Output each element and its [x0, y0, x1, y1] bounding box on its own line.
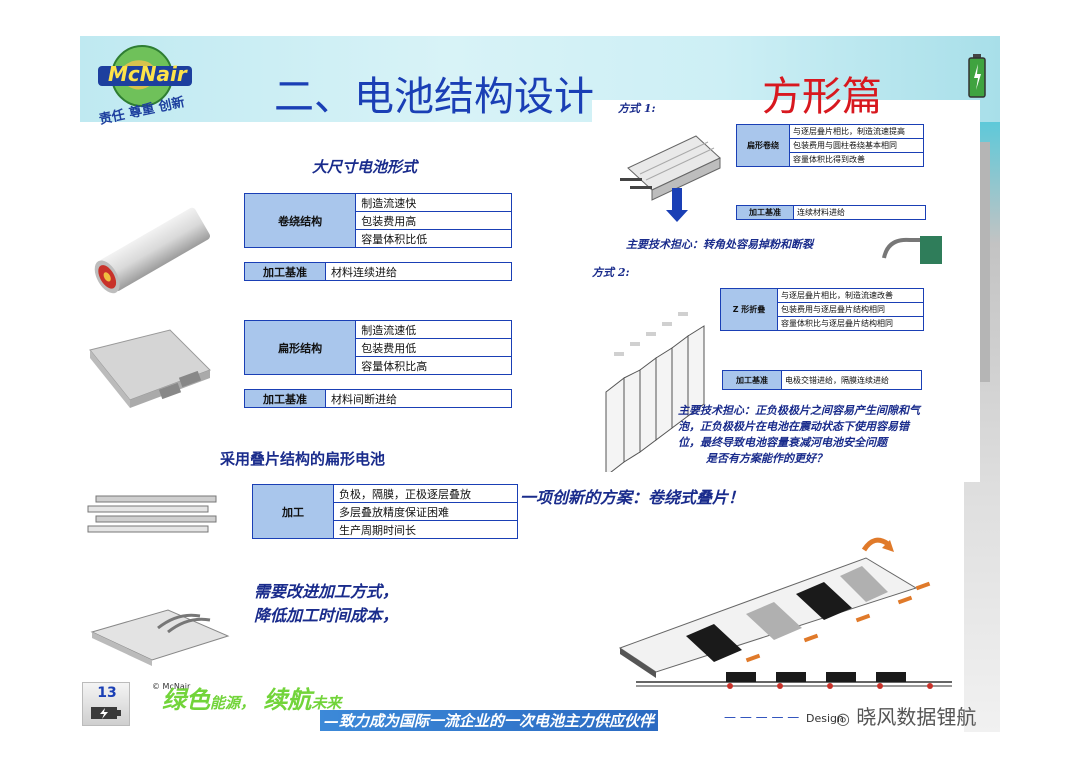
innovation-heading: 一项创新的方案：卷绕式叠片！ — [520, 488, 745, 507]
method2-process-head: 加工基准 — [722, 370, 782, 390]
prismatic-table: 扁形结构制造流速低 包装费用低 容量体积比高 — [243, 320, 512, 375]
winding-head: 卷绕结构 — [243, 193, 357, 248]
z-fold-image — [600, 292, 720, 478]
winding-process-head: 加工基准 — [244, 262, 326, 281]
method2-head: Z 形折叠 — [720, 288, 778, 331]
prismatic-head: 扁形结构 — [243, 320, 357, 375]
logo-brand: McNair — [108, 62, 187, 86]
conveyor-strip-image — [636, 668, 956, 702]
page-title: 二、电池结构设计 — [274, 74, 594, 120]
stacked-row-2: 多层叠放精度保证困难 — [333, 502, 518, 521]
winding-row-2: 包装费用高 — [355, 211, 512, 230]
method2-process-table: 加工基准电极交错进给，隔膜连续进给 — [722, 370, 922, 390]
winding-row-3: 容量体积比低 — [355, 229, 512, 248]
slide: McNair 责任 尊重 创新 二、电池结构设计 方形篇 大尺寸电池形式 卷绕结… — [80, 36, 1000, 732]
blue-slogan: —致力成为国际一流企业的一次电池主力供应伙伴 — [320, 710, 659, 731]
slogan-part-3: 续航 — [263, 686, 312, 714]
battery-icon — [968, 54, 986, 102]
method2-row-1: 与逐层叠片相比，制造流速改善 — [777, 288, 924, 303]
stacked-heading: 采用叠片结构的扁形电池 — [220, 450, 386, 468]
method1-process-table: 加工基准连续材料进给 — [736, 205, 926, 220]
method1-process-value: 连续材料进给 — [793, 205, 926, 220]
stacked-table: 加工负极，隔膜，正极逐层叠放 多层叠放精度保证困难 生产周期时间长 — [252, 484, 518, 539]
copyright-text: © McNair — [152, 682, 191, 691]
title-highlight: 方形篇 — [762, 74, 882, 120]
watermark: ◎ 晓风数据锂航 — [836, 701, 976, 730]
winding-table: 卷绕结构制造流速快 包装费用高 容量体积比低 — [243, 193, 512, 248]
stacked-electrode-image — [86, 488, 226, 542]
slogan-part-4: 未来 — [311, 694, 342, 712]
footer-battery-icon — [91, 707, 121, 719]
prismatic-row-3: 容量体积比高 — [355, 356, 512, 375]
method2-row-2: 包装费用与逐层叠片结构相同 — [777, 302, 924, 317]
footer-dashes: — — — — — — [724, 710, 800, 724]
slogan-part-2: 能源， — [210, 694, 256, 712]
wound-stacking-image — [616, 532, 946, 686]
prismatic-cell-image — [80, 320, 220, 424]
method2-concern-1: 主要技术担心：正负极极片之间容易产生间隙和气 — [678, 404, 920, 417]
page-number-box: 13 — [82, 682, 130, 726]
corner-detail-image — [880, 230, 944, 268]
improve-note-2: 降低加工时间成本， — [254, 606, 399, 625]
prismatic-process-table: 加工基准材料间断进给 — [244, 389, 512, 408]
stacked-row-1: 负极，隔膜，正极逐层叠放 — [333, 484, 518, 503]
method2-concern-4: 是否有方案能作的更好？ — [706, 452, 827, 465]
pouch-tabs-image — [88, 596, 238, 670]
method1-label: 方式 1: — [618, 102, 656, 115]
prismatic-process-value: 材料间断进给 — [325, 389, 512, 408]
green-slogan: 绿色能源， 续航未来 — [162, 680, 341, 715]
method1-row-3: 容量体积比得到改善 — [789, 152, 924, 167]
prismatic-process-head: 加工基准 — [244, 389, 326, 408]
design-text: Design — [806, 712, 844, 725]
wechat-icon: ◎ — [836, 709, 850, 728]
method1-process-head: 加工基准 — [736, 205, 794, 220]
method2-row-3: 容量体积比与逐层叠片结构相同 — [777, 316, 924, 331]
winding-row-1: 制造流速快 — [355, 193, 512, 212]
prismatic-row-2: 包装费用低 — [355, 338, 512, 357]
method2-concern-3: 位，最终导致电池容量衰减河电池安全问题 — [678, 436, 887, 449]
slogan-part-1: 绿色 — [162, 686, 210, 714]
large-cell-heading: 大尺寸电池形式 — [312, 158, 418, 176]
prismatic-row-1: 制造流速低 — [355, 320, 512, 339]
stacked-row-3: 生产周期时间长 — [333, 520, 518, 539]
cylindrical-cell-image — [80, 196, 220, 310]
winding-process-table: 加工基准材料连续进给 — [244, 262, 512, 281]
method2-process-value: 电极交错进给，隔膜连续进给 — [781, 370, 922, 390]
method1-concern: 主要技术担心：转角处容易掉粉和断裂 — [626, 238, 813, 251]
winding-process-value: 材料连续进给 — [325, 262, 512, 281]
method2-table: Z 形折叠与逐层叠片相比，制造流速改善 包装费用与逐层叠片结构相同 容量体积比与… — [720, 288, 924, 331]
page-number: 13 — [97, 685, 117, 701]
method1-head: 扁形卷绕 — [736, 124, 790, 167]
method2-label: 方式 2: — [592, 266, 630, 279]
watermark-text: 晓风数据锂航 — [856, 705, 977, 729]
method2-concern-2: 泡，正负极极片在电池在震动状态下使用容易错 — [678, 420, 909, 433]
improve-note-1: 需要改进加工方式， — [254, 582, 399, 601]
mcnair-logo: McNair 责任 尊重 创新 — [92, 40, 200, 128]
method1-row-1: 与逐层叠片相比，制造流速提高 — [789, 124, 924, 139]
stacked-head: 加工 — [252, 484, 334, 539]
method1-row-2: 包装费用与圆柱卷绕基本相同 — [789, 138, 924, 153]
method1-table: 扁形卷绕与逐层叠片相比，制造流速提高 包装费用与圆柱卷绕基本相同 容量体积比得到… — [736, 124, 924, 167]
flat-wound-cell-image — [610, 118, 740, 232]
